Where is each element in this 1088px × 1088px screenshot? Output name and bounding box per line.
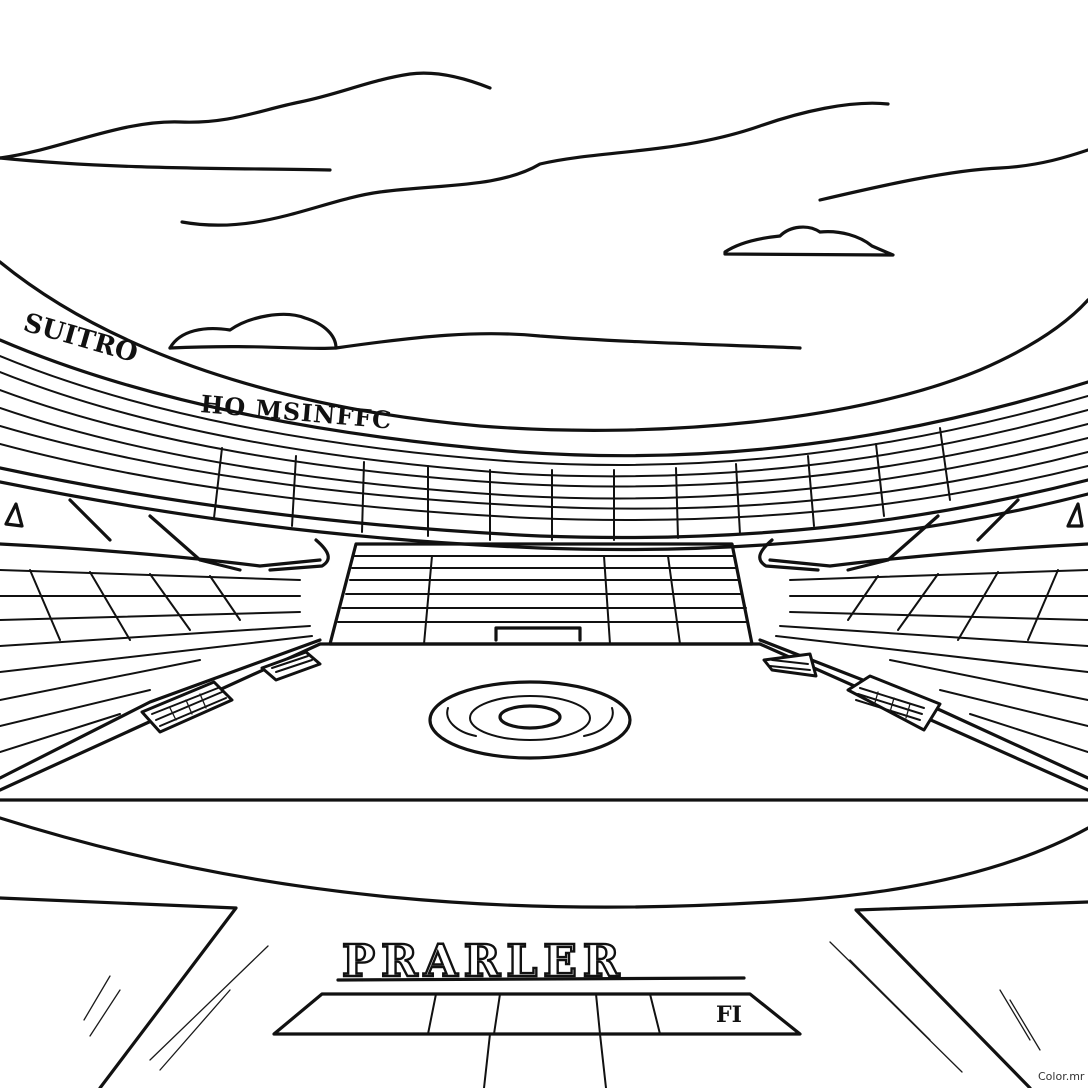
stand-edge-lower [0, 466, 1088, 540]
foreground [0, 816, 1088, 1088]
track-right-line [854, 900, 1088, 1088]
corner-marker-left [4, 502, 24, 528]
field-sign: PRARLER FI [272, 935, 802, 1088]
cloud-line-wide [180, 101, 890, 227]
field-lettering-underline [336, 976, 746, 982]
stand-front [0, 480, 1088, 552]
corner-marker-right [1066, 502, 1084, 528]
track-curve [0, 816, 1088, 909]
cloud-puff-left [168, 312, 338, 350]
cloud-small-right [723, 225, 895, 257]
center-circle-inner [498, 704, 562, 730]
center-circle-mid [469, 695, 591, 741]
roof-rim-outer [0, 260, 1088, 432]
cloud-line-top [0, 71, 492, 160]
cloud-line-right [818, 148, 1088, 202]
bench-left-far [260, 650, 322, 682]
score-board-mark: FI [716, 1002, 742, 1028]
upper-stand: SUITRO HO MSINFFC [0, 260, 1088, 552]
roof-rim-inner [0, 338, 1088, 458]
score-board [272, 992, 802, 1036]
right-stand [758, 498, 1088, 780]
cloud-line-middle [0, 156, 332, 172]
bench-right-near [846, 674, 942, 732]
grass-strokes-right [829, 941, 1041, 1073]
upper-rows [0, 355, 1088, 521]
center-circle-outer [428, 680, 632, 760]
grass-strokes-left [83, 945, 269, 1071]
upper-dividers [213, 427, 951, 541]
far-stand [328, 542, 754, 646]
cloud-line-low [168, 332, 802, 351]
benches [140, 650, 942, 734]
watermark: Color.mr [1038, 1070, 1085, 1083]
bench-left-near [140, 680, 234, 734]
sky [0, 71, 1088, 351]
left-stand [0, 498, 330, 780]
bench-right-far [762, 652, 818, 678]
track-left-line [0, 896, 238, 1088]
far-goal [494, 626, 582, 642]
